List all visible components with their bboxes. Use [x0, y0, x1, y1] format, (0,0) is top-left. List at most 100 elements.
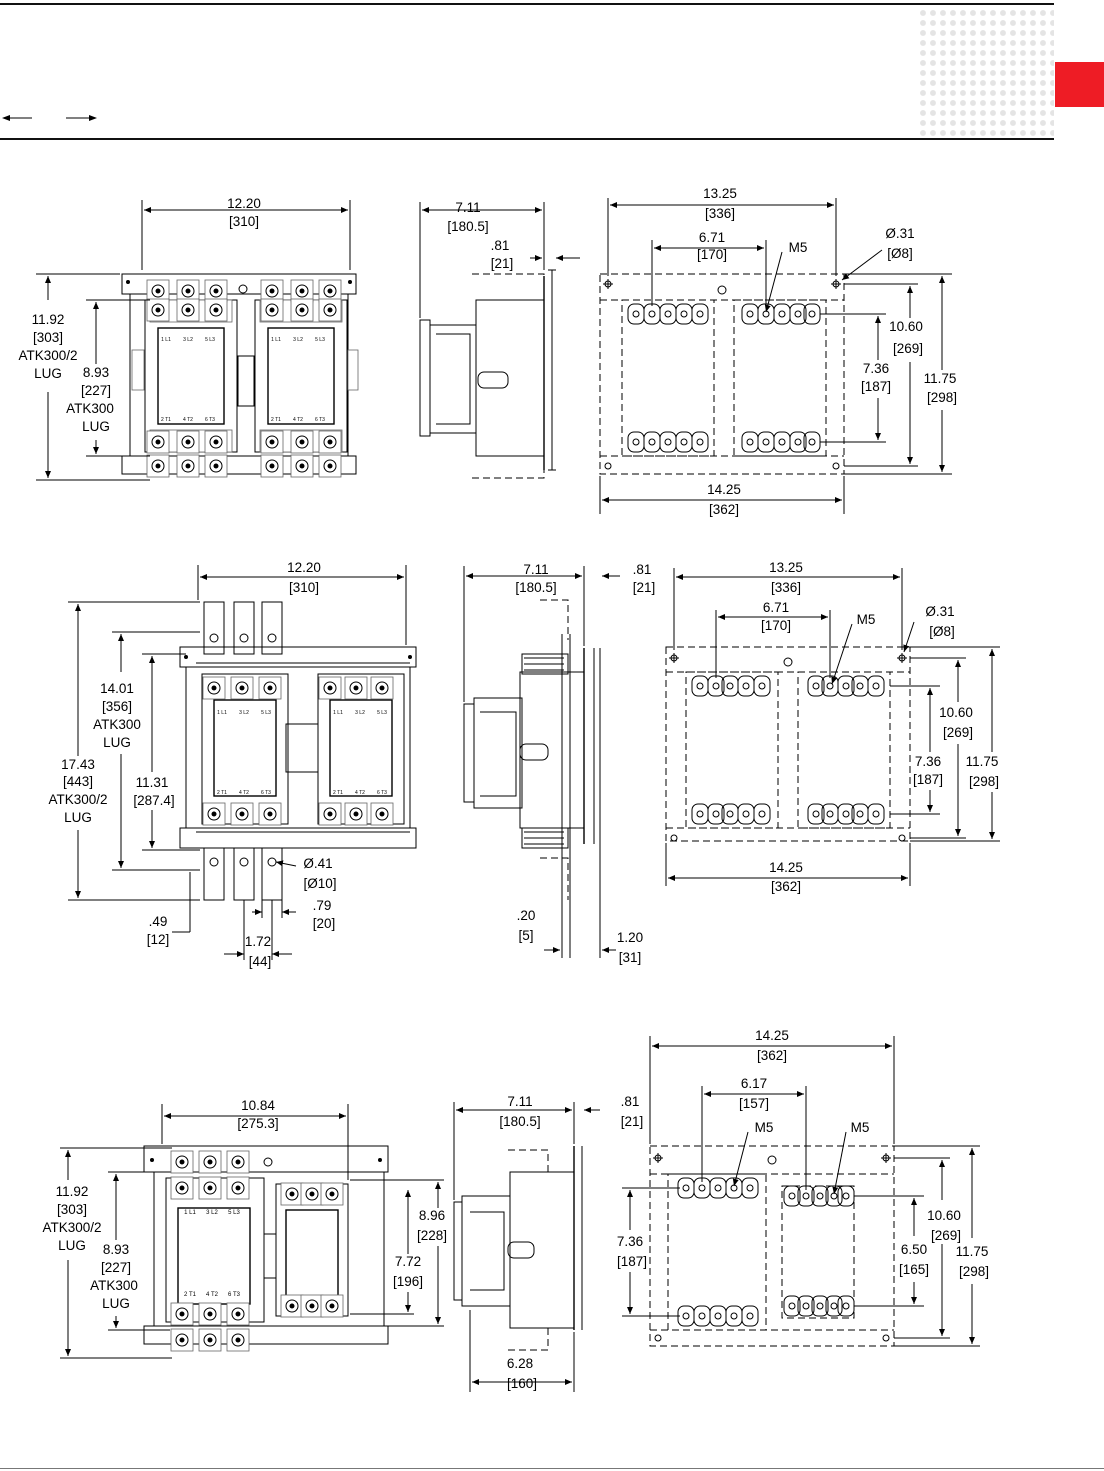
- section-tab-marker[interactable]: [1055, 62, 1104, 107]
- svg-text:[160]: [160]: [507, 1376, 537, 1391]
- svg-text:11.92: 11.92: [56, 1184, 89, 1199]
- svg-text:7.36: 7.36: [617, 1234, 643, 1249]
- row3-side-view: [453, 1146, 583, 1351]
- svg-text:17.43: 17.43: [61, 757, 95, 772]
- svg-text:10.84: 10.84: [241, 1098, 275, 1113]
- svg-text:ATK300: ATK300: [93, 717, 141, 732]
- arrow-left-icon[interactable]: [2, 115, 32, 121]
- row1-front-view: [121, 273, 359, 478]
- svg-text:[170]: [170]: [761, 618, 791, 633]
- svg-text:[443]: [443]: [63, 774, 93, 789]
- row2-front-view: [179, 601, 417, 901]
- svg-text:13.25: 13.25: [769, 560, 803, 575]
- svg-text:[298]: [298]: [959, 1264, 989, 1279]
- row2-front-contact-labels: 1 L1 3 L2 5 L3 2 T1 4 T2 6 T3 1 L1 3 L2 …: [217, 710, 387, 796]
- svg-text:7.36: 7.36: [915, 754, 941, 769]
- svg-text:6.17: 6.17: [741, 1076, 767, 1091]
- svg-text:13.25: 13.25: [703, 186, 737, 201]
- svg-text:.81: .81: [621, 1094, 640, 1109]
- svg-text:[187]: [187]: [861, 379, 891, 394]
- svg-text:[362]: [362]: [709, 502, 739, 517]
- svg-text:2 T1: 2 T1: [161, 417, 171, 423]
- svg-text:14.25: 14.25: [707, 482, 741, 497]
- svg-text:ATK300/2: ATK300/2: [42, 1220, 101, 1235]
- svg-text:[196]: [196]: [393, 1274, 423, 1289]
- svg-text:[298]: [298]: [927, 390, 957, 405]
- svg-text:[298]: [298]: [969, 774, 999, 789]
- svg-text:LUG: LUG: [82, 419, 110, 434]
- svg-text:3 L2: 3 L2: [183, 337, 193, 343]
- svg-text:[356]: [356]: [102, 699, 132, 714]
- header-bottom-rule: [0, 138, 1054, 140]
- svg-text:4 T2: 4 T2: [355, 790, 365, 796]
- row1-front-contact-labels: 1 L1 3 L2 5 L3 2 T1 4 T2 6 T3 1 L1 3 L2 …: [161, 337, 325, 423]
- svg-text:10.60: 10.60: [927, 1208, 961, 1223]
- svg-text:6.28: 6.28: [507, 1356, 533, 1371]
- svg-text:[336]: [336]: [771, 580, 801, 595]
- svg-text:[227]: [227]: [101, 1260, 131, 1275]
- row3-mount-view: [649, 1145, 895, 1347]
- svg-text:5 L3: 5 L3: [228, 1210, 240, 1216]
- footer-rule: [0, 1468, 1104, 1469]
- row2-front-dimensions: 12.20 [310] 17.43 [443] ATK300/2 LUG 14.…: [48, 560, 407, 969]
- svg-text:[287.4]: [287.4]: [133, 793, 174, 808]
- arrow-right-icon[interactable]: [66, 115, 97, 121]
- svg-text:LUG: LUG: [103, 735, 131, 750]
- svg-text:LUG: LUG: [58, 1238, 86, 1253]
- svg-text:14.25: 14.25: [755, 1028, 789, 1043]
- row1-front-dimensions: 12.20 [310] 11.92 [303] ATK300/2 LUG 8.9…: [18, 196, 351, 481]
- svg-text:12.20: 12.20: [227, 196, 261, 211]
- svg-text:[275.3]: [275.3]: [237, 1116, 278, 1131]
- svg-text:[303]: [303]: [33, 330, 63, 345]
- svg-text:Ø.41: Ø.41: [303, 856, 332, 871]
- svg-text:6 T3: 6 T3: [205, 417, 215, 423]
- svg-text:[180.5]: [180.5]: [499, 1114, 540, 1129]
- svg-text:8.93: 8.93: [103, 1242, 129, 1257]
- row2-mount-view: [665, 646, 911, 842]
- svg-text:2 T1: 2 T1: [217, 790, 227, 796]
- svg-text:6.71: 6.71: [699, 230, 725, 245]
- svg-text:M5: M5: [755, 1120, 774, 1135]
- svg-text:[187]: [187]: [913, 772, 943, 787]
- row1-side-view: [419, 269, 556, 479]
- svg-text:11.75: 11.75: [966, 754, 999, 769]
- svg-text:[310]: [310]: [229, 214, 259, 229]
- svg-text:[180.5]: [180.5]: [447, 219, 488, 234]
- svg-text:[187]: [187]: [617, 1254, 647, 1269]
- svg-text:7.36: 7.36: [863, 361, 889, 376]
- svg-text:11.75: 11.75: [956, 1244, 989, 1259]
- svg-text:10.60: 10.60: [939, 705, 973, 720]
- svg-text:3 L2: 3 L2: [206, 1210, 218, 1216]
- svg-text:[310]: [310]: [289, 580, 319, 595]
- svg-text:1 L1: 1 L1: [217, 710, 227, 716]
- svg-text:[Ø8]: [Ø8]: [929, 624, 955, 639]
- svg-text:11.31: 11.31: [136, 775, 169, 790]
- svg-text:5 L3: 5 L3: [205, 337, 215, 343]
- svg-text:6 T3: 6 T3: [377, 790, 387, 796]
- svg-text:M5: M5: [851, 1120, 870, 1135]
- svg-text:7.11: 7.11: [523, 562, 548, 577]
- row1-side-dimensions: 7.11 [180.5] .81 [21]: [419, 200, 580, 318]
- svg-text:3 L2: 3 L2: [293, 337, 303, 343]
- row3-mount-dimensions: 14.25 [362] 6.17 [157] M5 M5 7.36 [187] …: [617, 1028, 989, 1347]
- svg-text:6.71: 6.71: [763, 600, 789, 615]
- svg-text:6 T3: 6 T3: [315, 417, 325, 423]
- svg-text:5 L3: 5 L3: [315, 337, 325, 343]
- svg-text:ATK300: ATK300: [90, 1278, 138, 1293]
- svg-text:[362]: [362]: [757, 1048, 787, 1063]
- row1-mount-dimensions: 13.25 [336] 6.71 [170] M5 Ø.31 [Ø8] 10.6…: [599, 186, 957, 517]
- svg-text:14.01: 14.01: [100, 681, 134, 696]
- svg-text:1 L1: 1 L1: [333, 710, 343, 716]
- svg-text:2 T1: 2 T1: [184, 1292, 197, 1298]
- header-top-rule: [0, 3, 1054, 5]
- header-nav-arrows: [2, 115, 97, 121]
- svg-text:[269]: [269]: [931, 1228, 961, 1243]
- svg-text:4 T2: 4 T2: [183, 417, 193, 423]
- svg-text:.20: .20: [517, 908, 536, 923]
- svg-text:[228]: [228]: [417, 1228, 447, 1243]
- svg-text:11.75: 11.75: [924, 371, 957, 386]
- svg-text:6 T3: 6 T3: [261, 790, 271, 796]
- svg-text:.49: .49: [149, 914, 168, 929]
- svg-text:[170]: [170]: [697, 247, 727, 262]
